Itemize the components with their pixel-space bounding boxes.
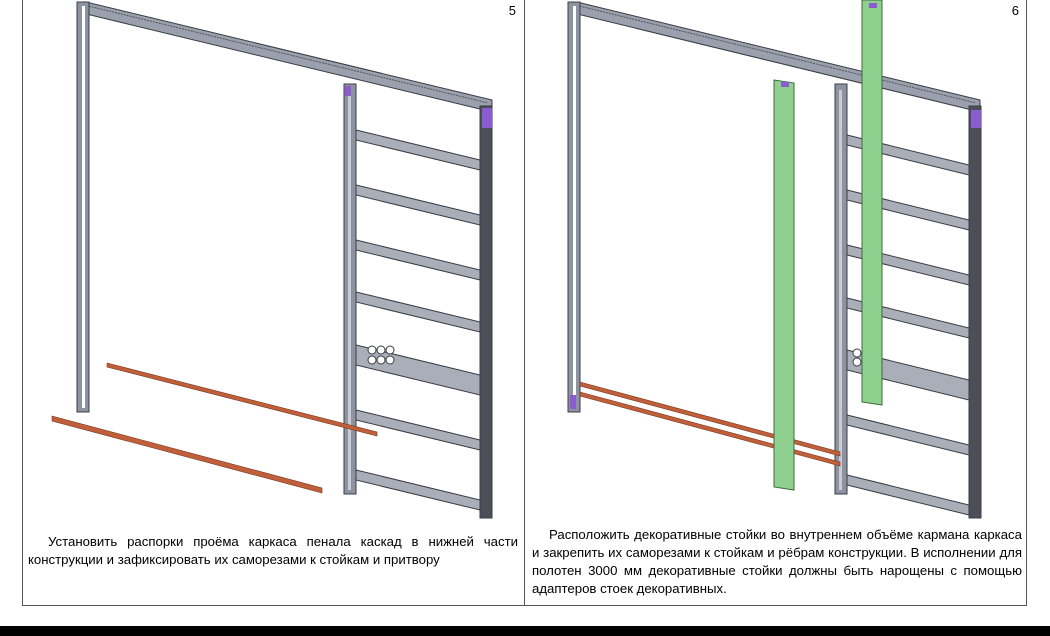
decorative-post bbox=[773, 79, 795, 491]
frame-drawing bbox=[51, 1, 493, 519]
spreader-bar bbox=[106, 362, 378, 437]
pocket-post-rear bbox=[479, 105, 493, 519]
spreaders bbox=[579, 381, 841, 467]
frame-drawing bbox=[567, 0, 982, 519]
panel-divider bbox=[524, 0, 525, 606]
step-panel-5: 5 bbox=[22, 0, 524, 606]
step-caption: Расположить декоративные стойки во внутр… bbox=[532, 527, 1022, 596]
decorative-posts bbox=[773, 0, 883, 491]
bracket bbox=[570, 395, 576, 409]
bracket bbox=[482, 108, 492, 128]
step-number: 5 bbox=[508, 3, 516, 18]
step-panel-6: 6 bbox=[525, 0, 1027, 606]
spreader-bar bbox=[579, 381, 841, 457]
bracket bbox=[345, 86, 351, 96]
bracket bbox=[971, 110, 981, 128]
step-number: 6 bbox=[1011, 3, 1019, 18]
step-caption: Установить распорки проёма каркаса пенал… bbox=[28, 534, 518, 567]
bottom-border bbox=[0, 626, 1050, 636]
spreader-bar bbox=[579, 391, 841, 467]
spreader-bar bbox=[51, 415, 323, 494]
spreaders bbox=[51, 362, 378, 494]
decorative-post bbox=[861, 0, 883, 406]
pocket-post-rear bbox=[968, 105, 982, 519]
pocket-frame bbox=[76, 1, 493, 519]
